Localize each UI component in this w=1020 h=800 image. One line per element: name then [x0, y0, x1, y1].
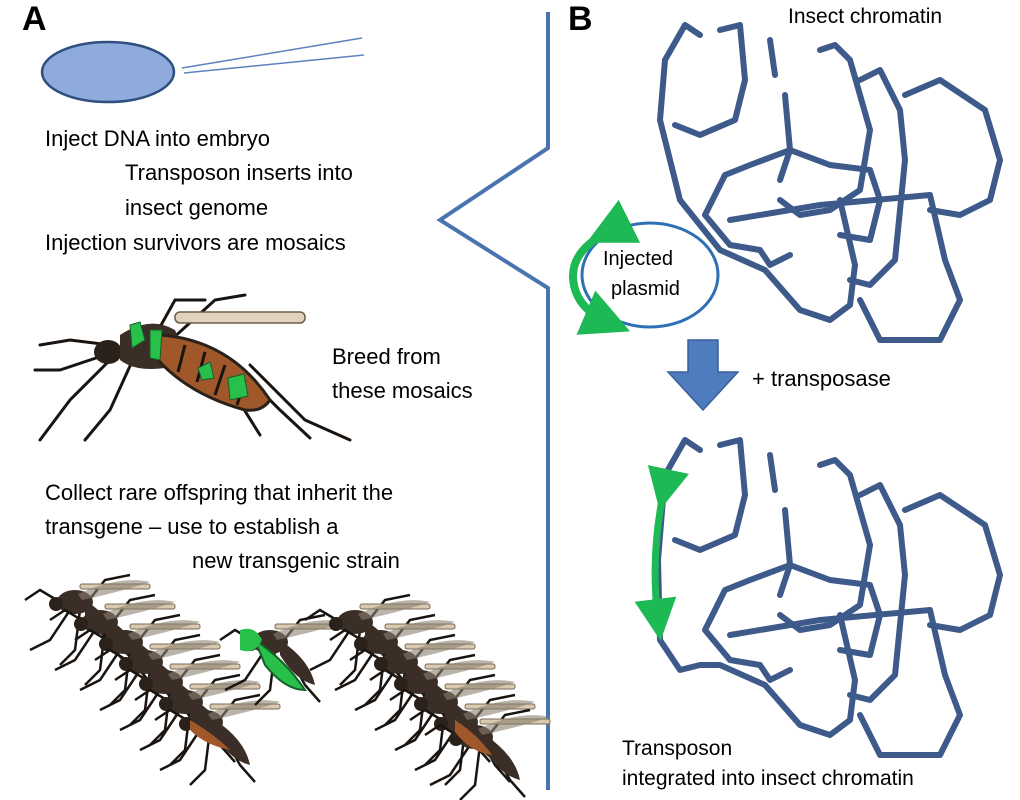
injected-plasmid [569, 199, 720, 335]
step-breed-line1: Breed from [332, 344, 441, 369]
step-inject-dna: Inject DNA into embryo [45, 126, 270, 151]
step-transposon-inserts-line2: insect genome [125, 195, 269, 220]
integrated-label-line2: integrated into insect chromatin [622, 767, 914, 790]
step-collect-line3: new transgenic strain [192, 548, 400, 573]
offspring-group-left [23, 573, 282, 787]
insect-chromatin-top [657, 22, 1003, 343]
step-collect-line2: transgene – use to establish a [45, 514, 339, 539]
panel-a-label: A [22, 0, 47, 38]
step-mosaic-survivors: Injection survivors are mosaics [45, 230, 346, 255]
transposase-label: + transposase [752, 366, 891, 391]
integrated-transposon [634, 465, 689, 641]
panel-divider [436, 12, 550, 790]
step-transposon-inserts-line1: Transposon inserts into [125, 160, 353, 185]
integrated-label-line1: Transposon [622, 737, 733, 760]
insect-chromatin-label: Insect chromatin [788, 5, 943, 28]
mosaic-mosquito-illustration [33, 293, 352, 442]
transposase-arrow [666, 339, 740, 412]
offspring-group-right [303, 593, 552, 800]
step-collect-line1: Collect rare offspring that inherit the [45, 480, 394, 505]
embryo-illustration [40, 37, 365, 104]
panel-b-label: B [568, 0, 593, 38]
transgenic-offspring [218, 613, 347, 707]
insect-chromatin-bottom [655, 437, 1003, 758]
step-breed-line2: these mosaics [332, 378, 473, 403]
offspring-swarm-illustration [23, 573, 552, 800]
plasmid-label-line2: plasmid [611, 278, 680, 300]
plasmid-label-line1: Injected [603, 248, 674, 270]
